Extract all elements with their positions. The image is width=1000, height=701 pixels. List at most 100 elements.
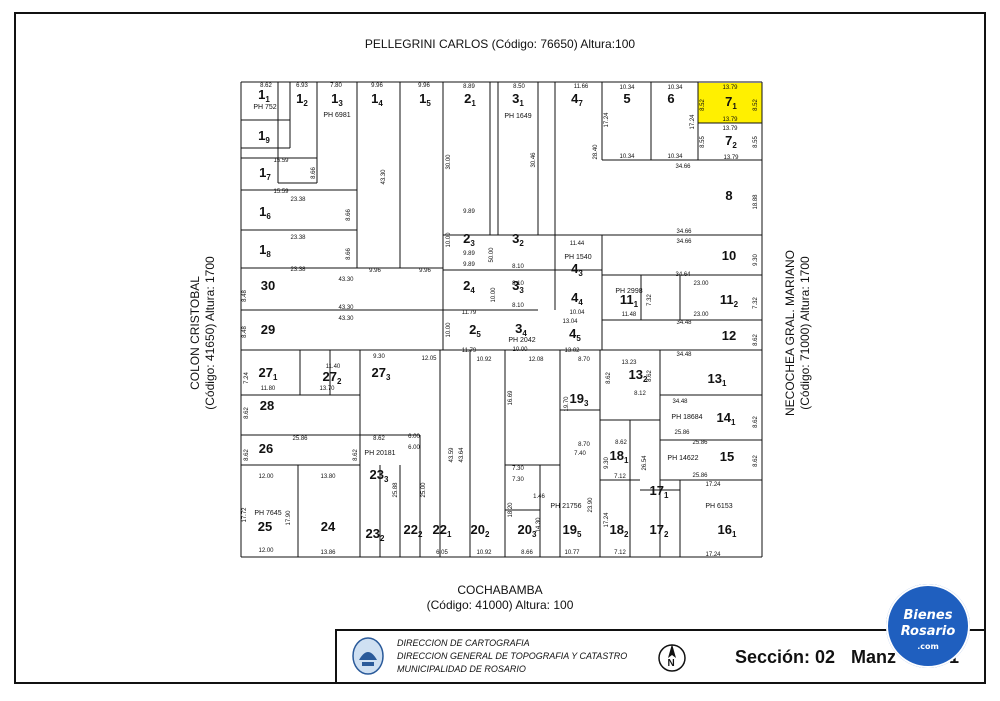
- lot-l1_7[interactable]: 17: [259, 165, 271, 182]
- lot-number: 8: [725, 188, 732, 203]
- dimension-label: 6.00: [408, 445, 420, 451]
- lot-number: 172: [650, 522, 669, 539]
- dimension-label: 43.30: [338, 277, 354, 283]
- lot-l1_4[interactable]: 14: [371, 91, 383, 108]
- dimension-label: 11.79: [462, 348, 477, 354]
- lot-l27_3[interactable]: 273: [372, 365, 391, 382]
- lot-l1_6[interactable]: 16: [259, 204, 271, 221]
- lot-l20_3[interactable]: 203: [518, 522, 537, 539]
- lot-l2_4[interactable]: 24: [463, 278, 475, 295]
- lot-number: 6: [667, 91, 674, 106]
- lot-l4_4[interactable]: 44: [571, 290, 583, 307]
- lot-l7_2[interactable]: 72: [725, 133, 737, 150]
- lot-l8[interactable]: 8: [725, 188, 732, 203]
- lot-number: 132: [629, 367, 648, 384]
- lot-l17_1[interactable]: 171: [650, 483, 669, 500]
- lot-l10[interactable]: 10: [722, 248, 736, 263]
- lot-ph-number: PH 2042: [508, 337, 535, 344]
- lot-l28[interactable]: 28: [260, 398, 274, 413]
- lot-l6[interactable]: 6: [667, 91, 674, 106]
- lot-l1_8[interactable]: 18: [259, 242, 271, 259]
- lot-number: 12: [722, 328, 736, 343]
- lot-l17_2[interactable]: 172: [650, 522, 669, 539]
- dimension-label: 25.86: [692, 440, 708, 446]
- lot-l5[interactable]: 5: [623, 91, 630, 106]
- lot-number: 17: [259, 165, 271, 182]
- lot-number: 10: [722, 248, 736, 263]
- lot-l1_2[interactable]: 12: [296, 91, 308, 108]
- lot-l4_7[interactable]: 47: [571, 91, 583, 108]
- dimension-label: 8.62: [260, 83, 272, 89]
- dimension-label: 30.00: [446, 154, 452, 170]
- dimension-label: 11.44: [570, 241, 585, 247]
- dimension-label: 23.90: [588, 497, 594, 513]
- dimension-label: 34.48: [672, 399, 688, 405]
- lot-ph-number: PH 14622: [667, 455, 698, 462]
- dimension-label: 7.32: [647, 294, 653, 306]
- dimension-label: 13.86: [320, 550, 336, 556]
- dimension-label: 10.04: [569, 310, 585, 316]
- dimension-label: 30.46: [531, 152, 537, 168]
- lot-l22_1[interactable]: 221: [433, 522, 452, 539]
- lot-l4_5[interactable]: 45: [569, 326, 581, 343]
- dimension-label: 9.96: [371, 83, 383, 89]
- lot-l30[interactable]: 30: [261, 278, 275, 293]
- lot-l13_2[interactable]: 132: [629, 367, 648, 384]
- lot-l18_1[interactable]: 181: [610, 448, 629, 465]
- dimension-label: 43.59: [449, 447, 455, 463]
- lot-boundaries: [240, 81, 763, 558]
- lot-number: 181: [610, 448, 629, 465]
- dimension-label: 10.92: [476, 550, 492, 556]
- dimension-label: 9.89: [463, 251, 475, 257]
- dimension-label: 17.90: [286, 510, 292, 526]
- lot-ph-number: PH 1540: [564, 254, 591, 261]
- lot-number: 232: [366, 526, 385, 543]
- bienes-rosario-logo[interactable]: Bienes Rosario .com: [886, 584, 970, 668]
- lot-number: 272: [323, 369, 342, 386]
- lot-l27_2[interactable]: 272: [323, 369, 342, 386]
- lot-7-1-highlight[interactable]: [698, 83, 762, 123]
- lot-l19_3[interactable]: 193: [570, 391, 589, 408]
- lot-number: 30: [261, 278, 275, 293]
- lot-l24[interactable]: 24: [321, 519, 336, 534]
- lot-l23_2[interactable]: 232: [366, 526, 385, 543]
- lot-l13_1[interactable]: 131: [708, 371, 727, 388]
- dimension-label: 8.48: [242, 290, 248, 302]
- lot-l18_2[interactable]: 182: [610, 522, 629, 539]
- lot-l2_5[interactable]: 25: [469, 322, 481, 339]
- lot-number: 16: [259, 204, 271, 221]
- dimension-label: 10.34: [667, 85, 683, 91]
- lot-l1_9[interactable]: 19: [258, 128, 270, 145]
- dimension-label: 8.66: [521, 550, 533, 556]
- lot-l2_1[interactable]: 21: [464, 91, 476, 108]
- lot-l3_2[interactable]: 32: [512, 231, 524, 248]
- lot-l27_1[interactable]: 271: [259, 365, 278, 382]
- lot-number: 203: [518, 522, 537, 539]
- lot-number: 47: [571, 91, 583, 108]
- dimension-label: 10.00: [446, 232, 452, 248]
- dimension-label: 23.38: [290, 267, 306, 273]
- lot-l2_3[interactable]: 23: [463, 231, 475, 248]
- lot-l11_2[interactable]: 112: [720, 292, 739, 309]
- lot-l12[interactable]: 12: [722, 328, 736, 343]
- dimension-label: 9.30: [753, 254, 759, 266]
- lot-l1_5[interactable]: 15: [419, 91, 431, 108]
- lot-l29[interactable]: 29: [261, 322, 275, 337]
- lot-l26[interactable]: 26: [259, 441, 273, 456]
- agency-line-1: DIRECCION DE CARTOGRAFIA: [397, 638, 530, 648]
- lot-l20_2[interactable]: 202: [471, 522, 490, 539]
- dimension-label: 8.48: [242, 326, 248, 338]
